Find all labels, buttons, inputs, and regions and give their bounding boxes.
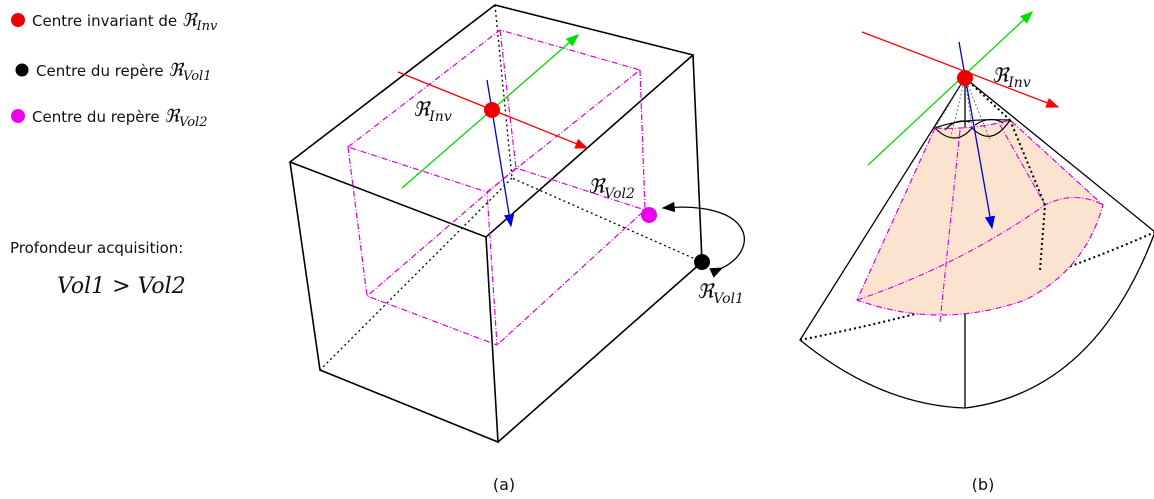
- legend-vol2-sym: ℜ: [164, 106, 181, 127]
- magenta-dot-icon: [11, 109, 25, 123]
- inv-centre-dot: [484, 102, 500, 118]
- a-vol1-sym: ℜ: [697, 279, 715, 303]
- svg-text:ℜVol2: ℜVol2: [588, 174, 635, 202]
- legend-item-vol1: Centre du repère ℜVol1: [15, 60, 211, 84]
- svg-text:ℜInv: ℜInv: [413, 97, 452, 125]
- svg-text:ℜInv: ℜInv: [992, 63, 1031, 91]
- legend-vol1-sub: Vol1: [183, 69, 211, 84]
- panel-b: ℜInv (b): [799, 11, 1154, 494]
- hidden-edges: [319, 4, 703, 371]
- inner-sector-lines: [856, 124, 1104, 323]
- a-vol1-sub: Vol1: [713, 291, 744, 307]
- depth-note: Profondeur acquisition: Vol1 > Vol2: [10, 239, 186, 299]
- apex-arcs: [934, 118, 1011, 139]
- b-inv-centre-dot: [957, 70, 973, 86]
- caption-b: (b): [972, 475, 995, 494]
- legend-inv-text: Centre invariant de: [32, 12, 182, 30]
- b-inv-sub: Inv: [1007, 75, 1031, 91]
- legend-item-inv: Centre invariant de ℜInv: [11, 10, 218, 34]
- depth-title: Profondeur acquisition:: [10, 239, 183, 257]
- svg-text:ℜVol1: ℜVol1: [697, 279, 744, 307]
- b-y-axis-arrow: [867, 11, 1033, 166]
- legend-vol2-text: Centre du repère: [32, 108, 164, 126]
- svg-text:Centre du repère ℜVol1: Centre du repère ℜVol1: [36, 60, 211, 84]
- b-x-axis-arrow: [861, 31, 1060, 108]
- a-inv-sub: Inv: [428, 109, 452, 125]
- legend-vol1-sym: ℜ: [168, 60, 185, 81]
- transform-curve-arrow: [661, 201, 745, 278]
- legend: Centre invariant de ℜInv Centre du repèr…: [11, 10, 218, 130]
- svg-text:Centre invariant de ℜInv: Centre invariant de ℜInv: [32, 10, 218, 34]
- legend-inv-sym: ℜ: [182, 10, 199, 31]
- b-inv-sym: ℜ: [992, 63, 1010, 87]
- svg-text:Centre du repère ℜVol2: Centre du repère ℜVol2: [32, 106, 207, 130]
- legend-vol2-sub: Vol2: [179, 115, 207, 130]
- vol1-centre-dot: [694, 254, 710, 270]
- z-axis-arrow: [486, 79, 515, 228]
- depth-formula: Vol1 > Vol2: [57, 274, 186, 299]
- apex-rays: [934, 77, 991, 141]
- legend-item-vol2: Centre du repère ℜVol2: [11, 106, 207, 130]
- a-vol2-sub: Vol2: [604, 186, 635, 202]
- panel-a: ℜInv ℜVol2 ℜVol1 (a): [288, 4, 745, 494]
- inner-sector: [856, 119, 1104, 316]
- red-dot-icon: [11, 13, 25, 27]
- a-inv-sym: ℜ: [413, 97, 431, 121]
- a-vol2-sym: ℜ: [588, 174, 606, 198]
- legend-inv-sub: Inv: [196, 19, 219, 34]
- legend-vol1-text: Centre du repère: [36, 62, 168, 80]
- caption-a: (a): [493, 475, 515, 494]
- vol2-centre-dot: [641, 207, 657, 223]
- inner-dotted-edges: [964, 77, 1047, 271]
- black-dot-icon: [15, 63, 29, 77]
